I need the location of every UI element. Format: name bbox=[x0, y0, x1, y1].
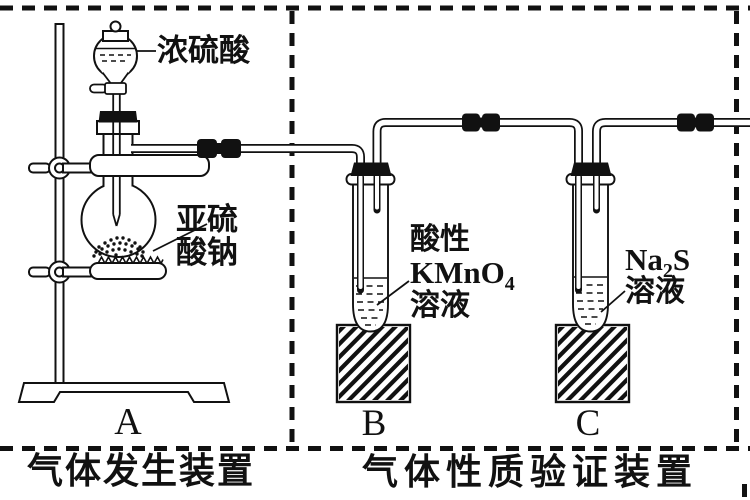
kmno4-reagent-label: 酸性 KMnO4 溶液 bbox=[410, 223, 515, 322]
leader-lines bbox=[137, 50, 626, 313]
dashed-frame bbox=[0, 5, 750, 500]
upper-clamp-handle bbox=[28, 162, 51, 174]
hatching-c bbox=[558, 327, 627, 400]
stand-base bbox=[17, 382, 231, 403]
lower-clamp-handle bbox=[28, 266, 51, 278]
leader-solid-reagent bbox=[152, 223, 208, 252]
test-tube-c bbox=[565, 162, 616, 333]
stopcock-body bbox=[104, 82, 127, 95]
solid-reagent-pile bbox=[92, 236, 145, 258]
solid-reagent-label: 亚硫 酸钠 bbox=[176, 203, 238, 270]
tube-a-to-b bbox=[131, 144, 365, 169]
test-tube-c-stopper bbox=[570, 162, 612, 176]
apparatus-c-label: C bbox=[575, 403, 601, 444]
funnel-knob bbox=[109, 20, 122, 33]
tube-c-to-out bbox=[592, 118, 750, 169]
solid-reagent-line2: 酸钠 bbox=[176, 235, 238, 271]
hatching-b bbox=[339, 327, 408, 400]
apparatus-b-label: B bbox=[361, 403, 387, 444]
lower-clamp-rod bbox=[62, 266, 94, 278]
rubber-connector-2 bbox=[462, 113, 500, 132]
generator-section-caption: 气体发生装置 bbox=[27, 451, 256, 491]
leader-na2s bbox=[600, 290, 626, 313]
serrated-support-plate bbox=[62, 255, 167, 280]
funnel-reagent-label: 浓硫酸 bbox=[157, 33, 250, 68]
kmno4-formula: KMnO4 bbox=[410, 255, 515, 296]
na2s-formula: Na2S bbox=[625, 242, 691, 283]
apparatus-a-label: A bbox=[114, 401, 142, 443]
na2s-line2: 溶液 bbox=[625, 275, 685, 309]
stand-rod bbox=[54, 23, 65, 385]
rubber-connector-1 bbox=[197, 139, 241, 158]
kmno4-line3: 溶液 bbox=[410, 288, 470, 322]
rubber-connector-3 bbox=[677, 113, 714, 132]
solid-reagent-line1: 亚硫 bbox=[176, 202, 238, 237]
funnel-taper-fill bbox=[101, 70, 130, 90]
verifier-section-caption: 气体性质验证装置 bbox=[362, 452, 699, 492]
funnel-liquid-dashes bbox=[100, 54, 131, 62]
separating-funnel bbox=[89, 20, 138, 95]
kmno4-line1: 酸性 bbox=[410, 223, 470, 256]
funnel-stem-and-stopper bbox=[96, 92, 140, 227]
flask-rubber-stopper bbox=[98, 111, 138, 123]
support-block-b bbox=[335, 323, 412, 404]
leader-kmno4 bbox=[376, 280, 410, 306]
upper-clamp-bar bbox=[89, 154, 210, 177]
upper-clamp bbox=[62, 154, 210, 177]
support-block-c bbox=[554, 323, 631, 404]
na2s-reagent-label: Na2S 溶液 bbox=[625, 243, 690, 309]
test-tube-b bbox=[345, 162, 396, 333]
ground-joint-cup bbox=[96, 120, 140, 135]
upper-clamp-rod bbox=[62, 162, 94, 174]
test-tube-b-stopper bbox=[350, 162, 392, 176]
lower-clamp-bar bbox=[89, 262, 167, 280]
